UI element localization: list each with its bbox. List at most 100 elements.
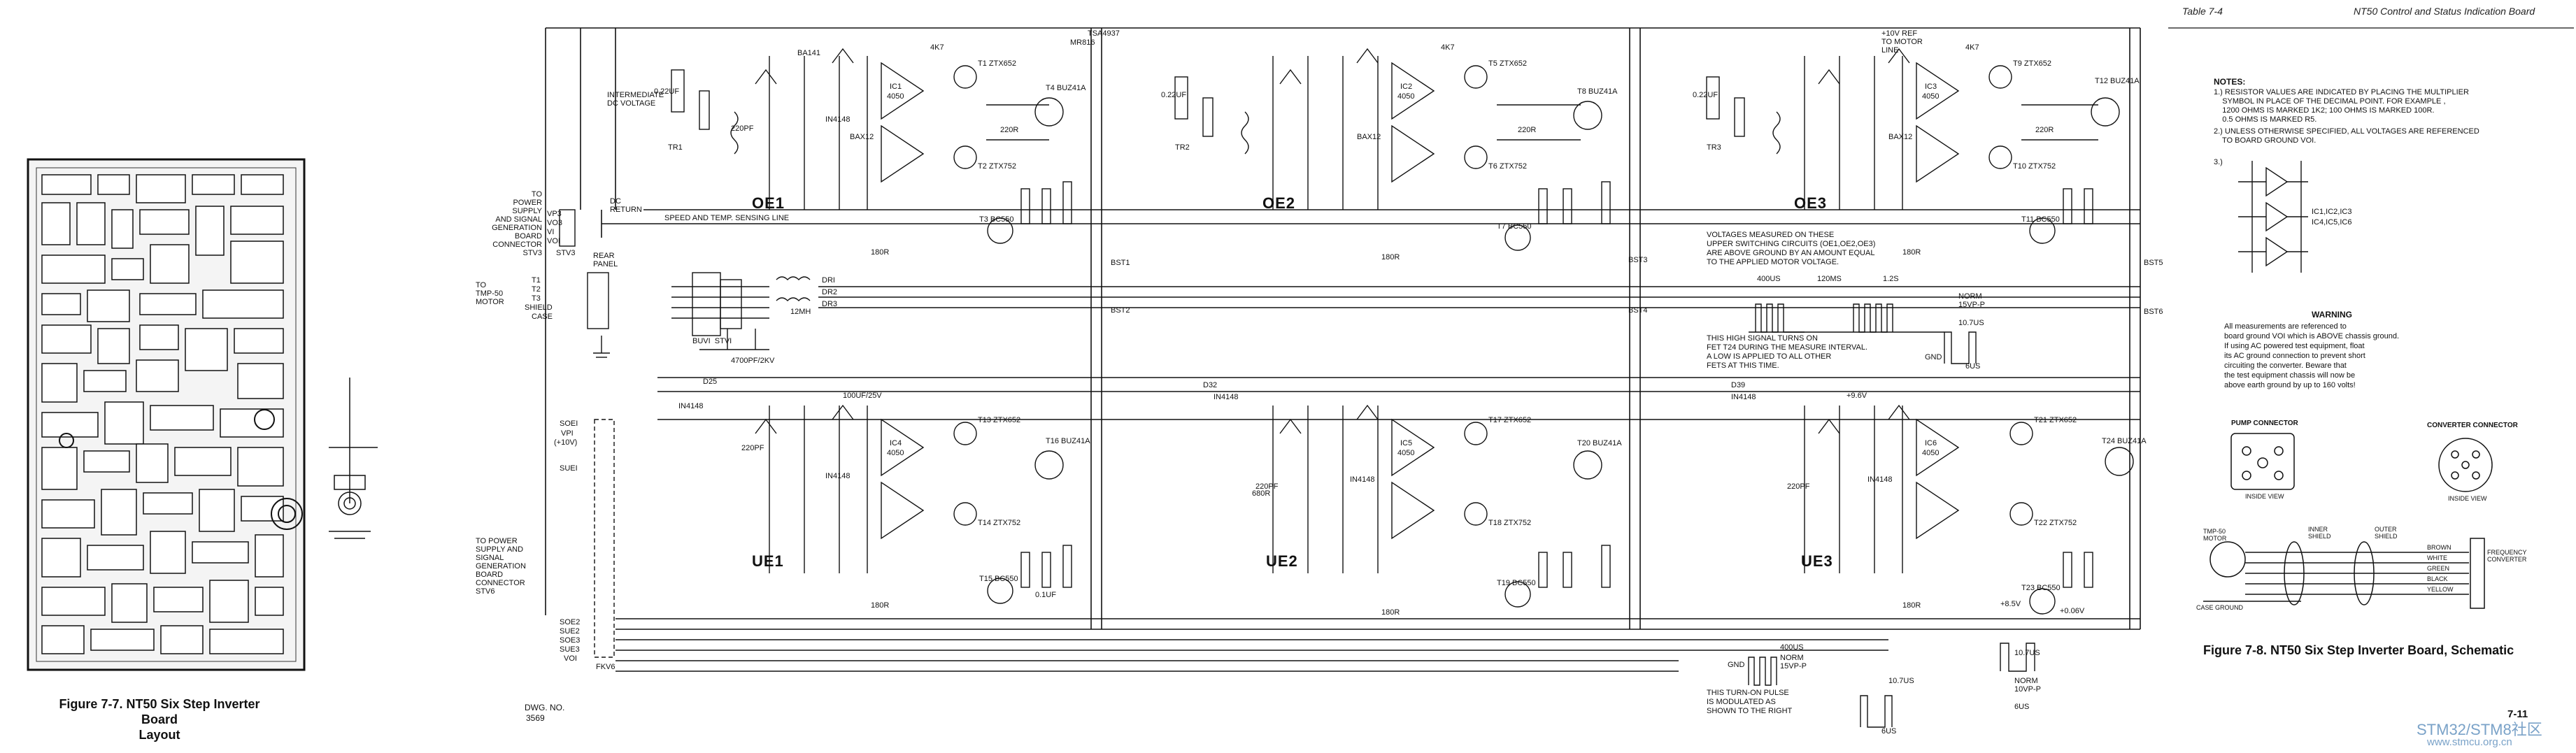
t8-label: T8 BUZ41A <box>1577 87 1618 96</box>
page-number: 7-11 <box>2507 708 2528 720</box>
ic3-type: 4050 <box>1922 92 1940 101</box>
wire-green: GREEN <box>2427 565 2450 572</box>
c2-value: 220PF <box>731 124 754 133</box>
t19-label: T19 BC550 <box>1497 579 1536 587</box>
buvi-stv-label: BUVI STVI <box>692 337 732 345</box>
t15-label: T15 BC550 <box>979 575 1018 583</box>
ic6-label: IC6 <box>1925 439 1937 447</box>
c24-value: 0.1UF <box>1035 591 1056 599</box>
t3-label: T3 BC550 <box>979 215 1014 224</box>
fkv6-pin-3: (+10V) <box>554 438 578 447</box>
diode-label-ue2: IN4148 <box>1350 475 1375 484</box>
tr2-label: TR2 <box>1175 143 1190 152</box>
diode-label-oe1c: IN4148 <box>825 115 851 124</box>
intermediate-voltage-label: INTERMEDIATE DC VOLTAGE <box>607 91 664 108</box>
waveform-107us-lower: 10.7US <box>1888 677 1914 685</box>
t20-label: T20 BUZ41A <box>1577 439 1622 447</box>
c1-value: 0.22UF <box>654 87 680 96</box>
note-3: 3.) <box>2214 158 2223 166</box>
in4148-label-3: IN4148 <box>1731 393 1756 401</box>
waveform-6us-upper: 6US <box>1965 362 1981 371</box>
t9-label: T9 ZTX652 <box>2013 59 2052 68</box>
bst-label-5: BST5 <box>2144 259 2163 267</box>
c20-value: 220PF <box>741 444 764 452</box>
dri-label-2: DR2 <box>822 288 838 296</box>
outer-shield-label: OUTER SHIELD <box>2375 526 2398 540</box>
ic5-type: 4050 <box>1397 449 1415 457</box>
c7-value: 0.22UF <box>1161 91 1187 99</box>
diode-label-oe1b: BA141 <box>797 49 821 57</box>
stv3-pin-3: VI <box>547 228 555 236</box>
r39-value: 180R <box>871 601 890 610</box>
r29-value: 180R <box>1902 248 1921 257</box>
motor-pin-5: CASE <box>532 313 553 321</box>
speed-sense-label: SPEED AND TEMP. SENSING LINE <box>664 214 790 222</box>
t4-label: T4 BUZ41A <box>1046 84 1086 92</box>
t13-label: T13 ZTX652 <box>978 416 1021 424</box>
motor-pin-4: SHIELD <box>525 303 553 312</box>
schematic-caption: Figure 7-8. NT50 Six Step Inverter Board… <box>2203 643 2514 657</box>
waveform-norm-lower: NORM 15VP-P <box>1780 654 1807 670</box>
section-oe1: OE1 <box>752 194 785 212</box>
dc-return-label: DC RETURN <box>610 197 642 214</box>
waveform-6us-right: 6US <box>2014 703 2030 711</box>
waveform-gnd-lower: GND <box>1728 661 1745 669</box>
warning-text: All measurements are referenced to board… <box>2224 322 2400 389</box>
motor-pin-1: T1 <box>532 276 541 285</box>
board-layout-drawing <box>27 158 378 671</box>
ic1-label: IC1 <box>890 83 902 91</box>
bst-label-2: BST2 <box>1111 306 1130 315</box>
in4148-label-1: IN4148 <box>678 402 704 410</box>
stv3-name: STV3 <box>556 249 576 257</box>
stv3-description: TO POWER SUPPLY AND SIGNAL GENERATION BO… <box>492 190 542 257</box>
table-ref: Table 7-4 <box>2182 6 2223 17</box>
layout-caption: Figure 7-7. NT50 Six Step Inverter Board… <box>55 696 264 743</box>
wire-yellow: YELLOW <box>2427 586 2454 593</box>
r15-value: 4K7 <box>1441 43 1455 52</box>
d25-label: D25 <box>703 378 718 386</box>
waveform-400us-lower: 400US <box>1780 643 1804 652</box>
voltage-note: VOLTAGES MEASURED ON THESE UPPER SWITCHI… <box>1707 231 1876 266</box>
dwg-label: DWG. NO. <box>525 703 565 712</box>
fkv6-pin-2: VPI <box>561 429 574 438</box>
diode-label-oe1d: MR816 <box>1070 38 1095 47</box>
r7-value: 220R <box>1000 126 1019 134</box>
t1-label: T1 ZTX652 <box>978 59 1017 68</box>
ic4-label: IC4 <box>890 439 902 447</box>
r27-value: 220R <box>2035 126 2054 134</box>
t16-label: T16 BUZ41A <box>1046 437 1090 445</box>
fkv6-pin-1: SOEI <box>560 419 578 428</box>
waveform-norm-upper: NORM 15VP-P <box>1958 292 1985 309</box>
in4148-label-2: IN4148 <box>1214 393 1239 401</box>
d32-label: D32 <box>1203 381 1218 389</box>
motor-pin-2: T2 <box>532 285 541 294</box>
t18-label: T18 ZTX752 <box>1488 519 1532 527</box>
t5-label: T5 ZTX652 <box>1488 59 1528 68</box>
waveform-400us-upper: 400US <box>1757 275 1781 283</box>
r5-value: 4K7 <box>930 43 944 52</box>
fkv6-pin-5: SOE2 <box>560 618 581 626</box>
dwg-number: 3569 <box>526 713 545 723</box>
waveform-120ms: 120MS <box>1817 275 1842 283</box>
fkv6-name: FKV6 <box>596 663 615 671</box>
diode-label-ue1: IN4148 <box>825 472 851 480</box>
r49-value: 180R <box>1381 608 1400 617</box>
plus-0v06-label: +0.06V <box>2060 607 2085 615</box>
waveform-6us-lower: 6US <box>1881 727 1897 736</box>
watermark-url: www.stmcu.org.cn <box>2427 736 2512 748</box>
case-ground-label: CASE GROUND <box>2196 604 2244 611</box>
fkv6-pin-4: SUEI <box>560 464 578 473</box>
rear-panel-label: REAR PANEL <box>593 252 618 268</box>
fkv6-pin-6: SUE2 <box>560 627 580 636</box>
fkv6-pin-8: SUE3 <box>560 645 580 654</box>
tr3-label: TR3 <box>1707 143 1721 152</box>
motor-description: TO TMP-50 MOTOR <box>476 281 504 306</box>
fkv6-pin-9: VOI <box>564 654 577 663</box>
tmp50-motor-label: TMP-50 MOTOR <box>2203 528 2227 542</box>
warning-title: WARNING <box>2312 310 2352 320</box>
r44-value: 680R <box>1252 489 1271 498</box>
t17-label: T17 ZTX652 <box>1488 416 1532 424</box>
c23-value: 100UF/25V <box>843 392 882 400</box>
motor-pin-3: T3 <box>532 294 541 303</box>
